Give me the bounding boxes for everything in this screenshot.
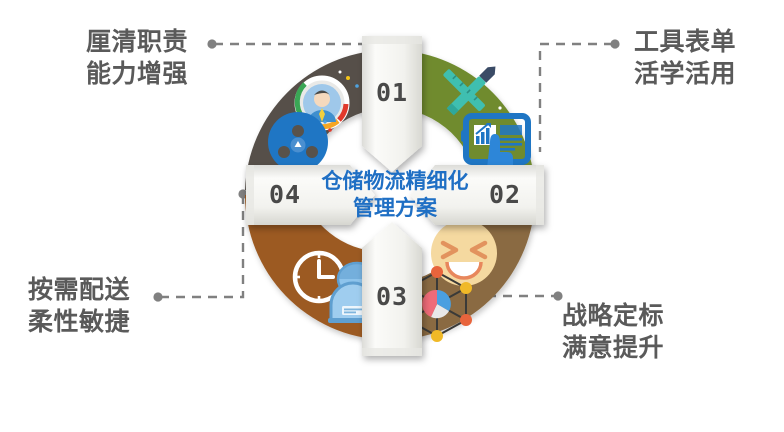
tablet-chart-touch-icon bbox=[461, 113, 531, 175]
label-top-left-title: 厘清职责 bbox=[86, 28, 189, 56]
badge-03-number: 03 bbox=[376, 282, 408, 311]
label-top-left-subtitle: 能力增强 bbox=[86, 60, 189, 88]
connector-group bbox=[160, 42, 613, 299]
badge-04[interactable]: 04 bbox=[246, 165, 375, 225]
connector-dot-03 bbox=[553, 291, 563, 301]
label-bottom-left-subtitle: 柔性敏捷 bbox=[28, 308, 131, 336]
label-bottom-right-subtitle: 满意提升 bbox=[562, 334, 665, 362]
badge-01-number: 01 bbox=[376, 78, 408, 107]
network-nodes-icon bbox=[268, 112, 332, 172]
label-bottom-right-title: 战略定标 bbox=[562, 302, 665, 330]
connector-line-02 bbox=[538, 42, 613, 152]
connector-dots bbox=[153, 39, 620, 302]
connector-dot-01 bbox=[207, 39, 217, 49]
badge-02[interactable]: 02 bbox=[410, 165, 544, 225]
label-top-right-title: 工具表单 bbox=[634, 28, 737, 56]
label-bottom-right: 战略定标 满意提升 bbox=[562, 300, 664, 364]
badge-02-number: 02 bbox=[489, 180, 521, 209]
badge-01[interactable]: 01 bbox=[362, 36, 422, 172]
connector-dot-02 bbox=[610, 39, 620, 49]
center-title-line2: 管理方案 bbox=[353, 197, 437, 221]
label-top-right-subtitle: 活学活用 bbox=[634, 60, 737, 88]
center-title: 仓储物流精细化 管理方案 bbox=[310, 168, 480, 223]
smiley-face-icon bbox=[431, 220, 497, 286]
label-top-right: 工具表单 活学活用 bbox=[634, 26, 736, 90]
badge-04-number: 04 bbox=[269, 180, 301, 209]
connector-dot-04 bbox=[153, 292, 163, 302]
connector-line-04 bbox=[160, 196, 245, 299]
center-title-line1: 仓储物流精细化 bbox=[321, 170, 469, 193]
label-bottom-left: 按需配送 柔性敏捷 bbox=[28, 274, 130, 338]
badge-03[interactable]: 03 bbox=[362, 222, 422, 356]
label-top-left: 厘清职责 能力增强 bbox=[86, 26, 188, 90]
label-bottom-left-title: 按需配送 bbox=[28, 276, 131, 304]
pen-ruler-cross-icon bbox=[443, 66, 502, 116]
